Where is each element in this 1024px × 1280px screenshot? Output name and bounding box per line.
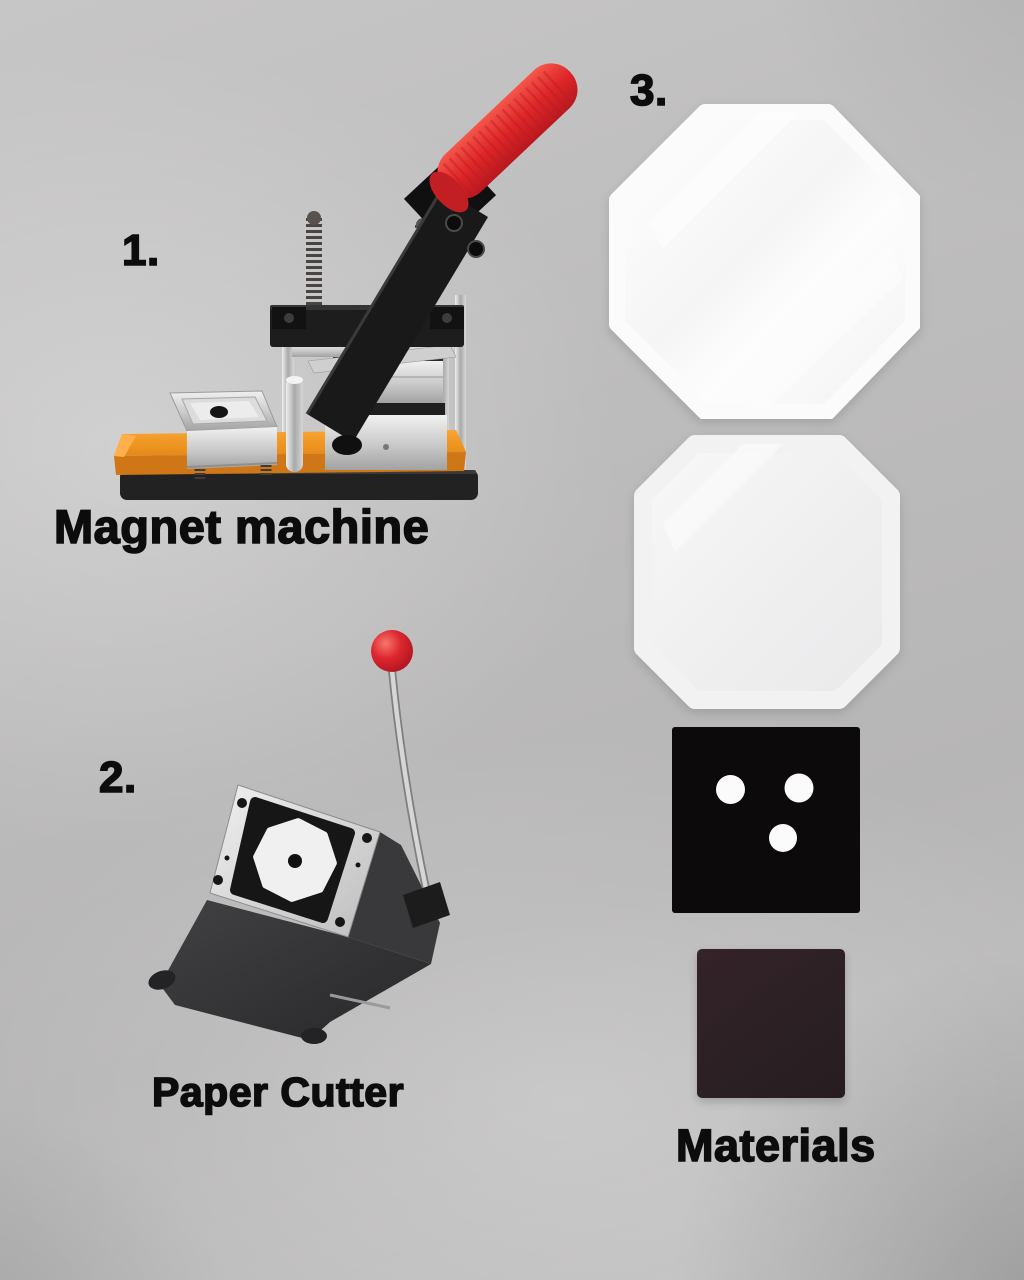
magnet-machine-label: Magnet machine	[53, 500, 430, 553]
magnet-machine-image	[114, 63, 578, 500]
step-1-number: 1.	[121, 226, 160, 275]
step-2-number: 2.	[98, 753, 137, 802]
materials-label: Materials	[675, 1120, 876, 1171]
machine-piston	[286, 377, 303, 472]
machine-handle-red-grip	[429, 63, 578, 213]
machine-lever-arm	[307, 189, 488, 442]
cutter-body	[348, 832, 440, 964]
cutter-red-knob	[371, 630, 413, 672]
cutter-base	[160, 900, 431, 1040]
cutter-die-plate	[209, 784, 381, 938]
machine-rear-rod	[455, 295, 466, 475]
paper-cutter-label: Paper Cutter	[151, 1069, 405, 1115]
black-punched-sheet-shape	[672, 727, 860, 913]
machine-left-die	[169, 390, 278, 481]
octagon-clear-film-shape	[609, 104, 920, 419]
square-clear-film-shape	[634, 435, 900, 709]
step-3-number: 3.	[629, 66, 668, 115]
magnet-sheet-shape	[697, 949, 845, 1098]
machine-bottom-plate	[120, 470, 478, 500]
paper-cutter-image	[148, 630, 450, 1044]
cutter-pivot	[403, 882, 450, 928]
